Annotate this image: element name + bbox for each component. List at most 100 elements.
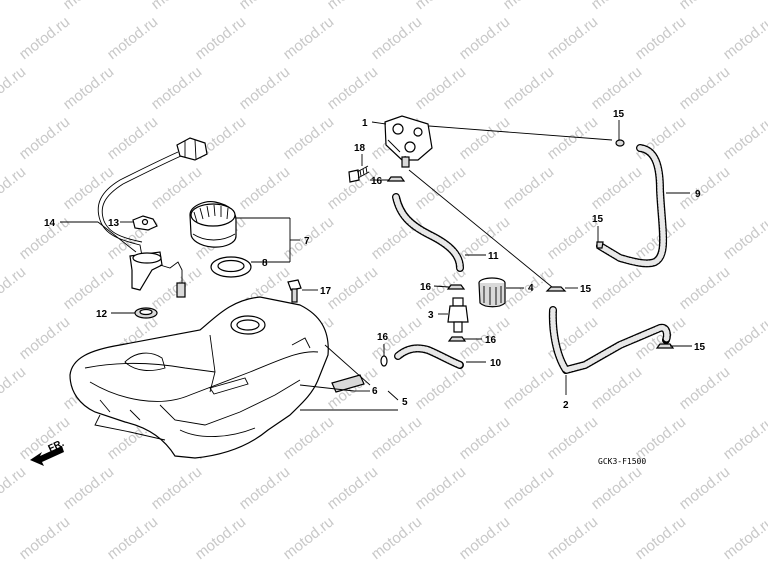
fuel-valve[interactable] <box>384 115 433 168</box>
filler-cap-gasket[interactable] <box>210 256 252 278</box>
callout-15d[interactable]: 15 <box>694 342 706 353</box>
callout-16a[interactable]: 16 <box>371 176 383 187</box>
watermark-text: motod.ru <box>0 0 29 13</box>
watermark-text: motod.ru <box>324 263 381 313</box>
watermark-text: motod.ru <box>368 213 425 263</box>
watermark-text: motod.ru <box>0 363 29 413</box>
watermark-text: motod.ru <box>104 513 161 563</box>
watermark-text: motod.ru <box>456 213 513 263</box>
callout-labels: 1 2 3 4 5 6 7 8 9 10 11 12 13 14 15 15 1… <box>44 109 706 411</box>
watermark-text: motod.ru <box>676 263 733 313</box>
callout-8[interactable]: 8 <box>262 258 268 269</box>
watermark-text: motod.ru <box>412 163 469 213</box>
watermark-text: motod.ru <box>368 513 425 563</box>
one-way-valve[interactable] <box>447 297 469 333</box>
watermark-text: motod.ru <box>412 0 469 13</box>
watermark-text: motod.ru <box>720 313 768 363</box>
watermark-text: motod.ru <box>324 0 381 13</box>
hose-2[interactable] <box>548 306 671 374</box>
watermark-text: motod.ru <box>456 513 513 563</box>
bolt-18[interactable] <box>348 165 370 183</box>
clip-16c[interactable] <box>447 336 467 342</box>
callout-4[interactable]: 4 <box>528 283 534 294</box>
callout-9[interactable]: 9 <box>695 189 701 200</box>
watermark-text: motod.ru <box>324 63 381 113</box>
callout-13[interactable]: 13 <box>108 218 120 229</box>
watermark-text: motod.ru <box>16 513 73 563</box>
clip-16a[interactable] <box>386 176 406 182</box>
watermark-text: motod.ru <box>632 113 689 163</box>
watermark-text: motod.ru <box>764 63 768 113</box>
watermark-text: motod.ru <box>280 113 337 163</box>
clip-16b[interactable] <box>446 284 466 290</box>
callout-14[interactable]: 14 <box>44 218 56 229</box>
clip-15c[interactable] <box>545 286 567 292</box>
watermark-text: motod.ru <box>148 0 205 13</box>
watermark-text: motod.ru <box>544 13 601 63</box>
watermark-text: motod.ru <box>104 113 161 163</box>
watermark-text: motod.ru <box>720 113 768 163</box>
callout-10[interactable]: 10 <box>490 358 502 369</box>
watermark-text: motod.ru <box>544 513 601 563</box>
watermark-text: motod.ru <box>412 63 469 113</box>
watermark-text: motod.ru <box>60 63 117 113</box>
callout-17[interactable]: 17 <box>320 286 332 297</box>
callout-3[interactable]: 3 <box>428 310 434 321</box>
watermark-text: motod.ru <box>0 63 29 113</box>
fuel-strainer[interactable] <box>478 277 506 308</box>
callout-11[interactable]: 11 <box>488 251 499 262</box>
watermark-text: motod.ru <box>632 413 689 463</box>
watermark-text: motod.ru <box>500 163 557 213</box>
watermark-text: motod.ru <box>632 13 689 63</box>
callout-16c[interactable]: 16 <box>485 335 497 346</box>
leader-lines <box>60 120 692 411</box>
watermark-text: motod.ru <box>676 363 733 413</box>
callout-15b[interactable]: 15 <box>592 214 604 225</box>
watermark-text: motod.ru <box>192 13 249 63</box>
watermark-text: motod.ru <box>456 413 513 463</box>
watermark-text: motod.ru <box>588 0 645 13</box>
watermark-text: motod.ru <box>588 63 645 113</box>
watermark-text: motod.ru <box>368 13 425 63</box>
fuel-filler-cap[interactable] <box>189 201 237 248</box>
callout-7[interactable]: 7 <box>304 236 310 247</box>
clip-15d[interactable] <box>655 343 675 349</box>
watermark-text: motod.ru <box>720 413 768 463</box>
callout-6[interactable]: 6 <box>372 386 378 397</box>
clip-15b[interactable] <box>596 241 604 249</box>
callout-15c[interactable]: 15 <box>580 284 592 295</box>
bolt-17[interactable] <box>287 279 302 303</box>
diagram-code: GCK3-F1500 <box>598 457 646 466</box>
clip-15a[interactable] <box>615 139 625 147</box>
watermark-text: motod.ru <box>588 263 645 313</box>
watermark-text: motod.ru <box>500 363 557 413</box>
watermark-text: motod.ru <box>0 463 29 513</box>
watermark-text: motod.ru <box>588 463 645 513</box>
watermark-text: motod.ru <box>16 13 73 63</box>
callout-2[interactable]: 2 <box>563 400 569 411</box>
sender-gasket[interactable] <box>132 215 158 231</box>
watermark-text: motod.ru <box>720 213 768 263</box>
callout-16b[interactable]: 16 <box>420 282 432 293</box>
callout-5[interactable]: 5 <box>402 397 408 408</box>
callout-1[interactable]: 1 <box>362 118 368 129</box>
hose-9[interactable] <box>596 144 668 268</box>
callout-18[interactable]: 18 <box>354 143 366 154</box>
callout-16d[interactable]: 16 <box>377 332 389 343</box>
packing-ring[interactable] <box>134 307 158 319</box>
hose-11[interactable] <box>392 193 464 272</box>
hose-10[interactable] <box>394 344 464 369</box>
callout-12[interactable]: 12 <box>96 309 108 320</box>
watermark-text: motod.ru <box>676 0 733 13</box>
watermark-text: motod.ru <box>500 463 557 513</box>
fuel-tank[interactable] <box>69 296 329 459</box>
watermark-text: motod.ru <box>764 0 768 13</box>
callout-15a[interactable]: 15 <box>613 109 625 120</box>
clip-16d[interactable] <box>380 355 388 367</box>
watermark-text: motod.ru <box>720 513 768 563</box>
watermark-text: motod.ru <box>676 463 733 513</box>
watermark-text: motod.ru <box>456 13 513 63</box>
